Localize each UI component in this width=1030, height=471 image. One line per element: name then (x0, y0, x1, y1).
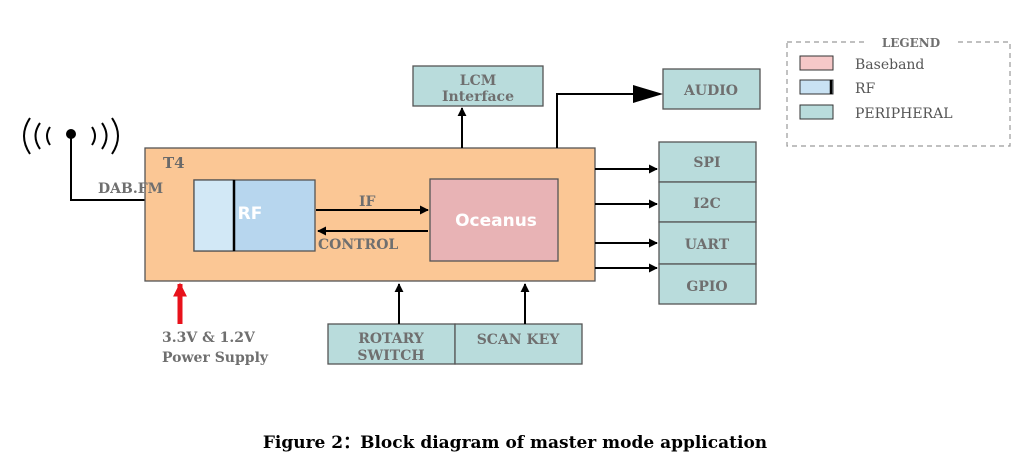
legend-label-baseband: Baseband (855, 57, 924, 73)
legend-swatch-baseband (799, 55, 834, 71)
rotary-switch-block (327, 323, 456, 365)
power-label-line2: Power Supply (162, 350, 269, 366)
gpio-block (658, 263, 757, 305)
lcm-interface-block (412, 65, 544, 107)
legend-label-rf: RF (855, 81, 876, 97)
legend-title: LEGEND (882, 36, 940, 50)
audio-arrow (556, 85, 663, 148)
spi-block (658, 141, 757, 183)
spi-label: SPI (693, 155, 720, 171)
rf-block (193, 179, 316, 252)
legend-swatch-rf (799, 79, 834, 95)
power-label-line1: 3.3V & 1.2V (162, 330, 256, 346)
control-label: CONTROL (318, 237, 398, 253)
audio-label: AUDIO (683, 83, 738, 99)
if-label: IF (359, 194, 376, 210)
oceanus-block (429, 178, 559, 262)
t4-label: T4 (163, 154, 185, 172)
uart-label: UART (685, 237, 730, 253)
legend-label-peripheral: PERIPHERAL (855, 106, 953, 122)
uart-block (658, 221, 757, 265)
gpio-label: GPIO (686, 279, 727, 295)
legend-swatch-peripheral (799, 104, 834, 120)
legend: LEGEND Baseband RF PERIPHERAL (786, 34, 1011, 147)
oceanus-label: Oceanus (455, 211, 537, 231)
audio-block (662, 68, 761, 110)
i2c-label: I2C (693, 196, 720, 212)
figure-caption: Figure 2：Block diagram of master mode ap… (262, 433, 768, 453)
scan-key-label: SCAN KEY (477, 332, 561, 348)
scan-key-block (454, 323, 583, 365)
dab-fm-label: DAB.FM (98, 181, 163, 197)
rf-label: RF (238, 204, 263, 224)
